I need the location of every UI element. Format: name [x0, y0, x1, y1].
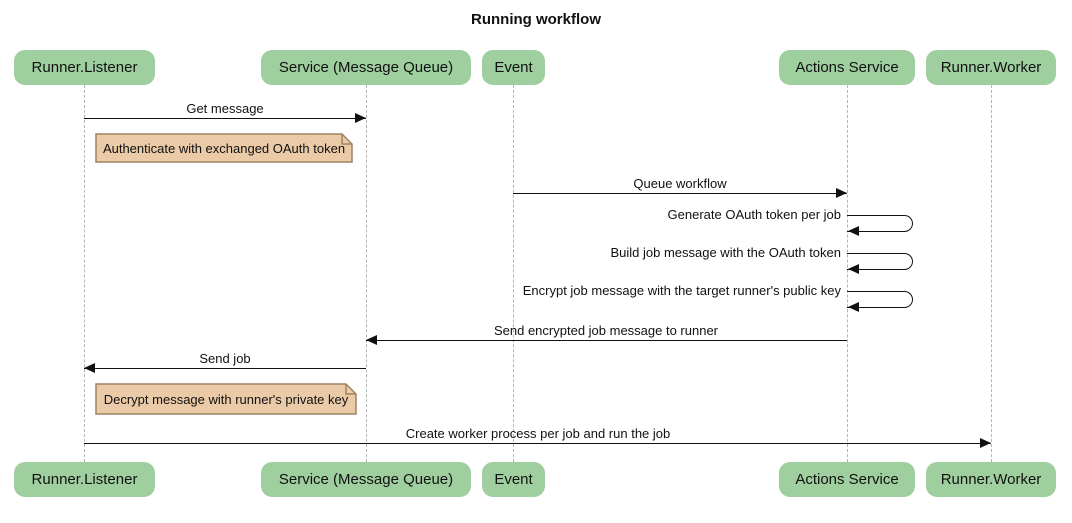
diagram-title: Running workflow	[471, 11, 601, 28]
actor-top-runner-listener: Runner.Listener	[14, 50, 155, 85]
actor-bottom-runner-listener: Runner.Listener	[14, 462, 155, 497]
self-message-loop	[847, 291, 913, 308]
actor-top-runner-worker: Runner.Worker	[926, 50, 1056, 85]
lifeline-service-message-queue	[366, 85, 367, 462]
actor-bottom-actions-service: Actions Service	[779, 462, 915, 497]
message-label-create-worker: Create worker process per job and run th…	[405, 426, 671, 441]
message-line-queue-workflow	[513, 193, 847, 194]
note-decrypt: Decrypt message with runner's private ke…	[95, 383, 357, 415]
message-line-send-encrypted	[366, 340, 847, 341]
arrowhead-icon	[848, 264, 859, 274]
message-line-create-worker	[84, 443, 991, 444]
self-message-loop	[847, 215, 913, 232]
note-authenticate: Authenticate with exchanged OAuth token	[95, 133, 353, 163]
message-label-generate-oauth-token: Generate OAuth token per job	[667, 207, 841, 222]
arrowhead-icon	[355, 113, 366, 123]
arrowhead-icon	[980, 438, 991, 448]
lifeline-event	[513, 85, 514, 462]
arrowhead-icon	[366, 335, 377, 345]
note-shape	[95, 383, 357, 415]
actor-top-event: Event	[482, 50, 545, 85]
message-label-get-message: Get message	[186, 101, 264, 116]
note-text: Authenticate with exchanged OAuth token	[102, 140, 346, 156]
actor-bottom-runner-worker: Runner.Worker	[926, 462, 1056, 497]
note-text: Decrypt message with runner's private ke…	[103, 391, 349, 407]
self-message-loop	[847, 253, 913, 270]
lifeline-actions-service	[847, 85, 848, 462]
message-label-send-job: Send job	[199, 351, 251, 366]
message-label-build-job-message: Build job message with the OAuth token	[610, 245, 841, 260]
arrowhead-icon	[836, 188, 847, 198]
message-line-send-job	[84, 368, 366, 369]
note-shape	[95, 133, 353, 163]
arrowhead-icon	[848, 226, 859, 236]
actor-bottom-event: Event	[482, 462, 545, 497]
lifeline-runner-worker	[991, 85, 992, 462]
arrowhead-icon	[84, 363, 95, 373]
arrowhead-icon	[848, 302, 859, 312]
actor-bottom-service-message-queue: Service (Message Queue)	[261, 462, 471, 497]
message-label-send-encrypted: Send encrypted job message to runner	[493, 323, 719, 338]
actor-top-actions-service: Actions Service	[779, 50, 915, 85]
message-label-queue-workflow: Queue workflow	[633, 176, 727, 191]
actor-top-service-message-queue: Service (Message Queue)	[261, 50, 471, 85]
message-label-encrypt-job-message: Encrypt job message with the target runn…	[522, 283, 841, 298]
lifeline-runner-listener	[84, 85, 85, 462]
message-line-get-message	[84, 118, 366, 119]
